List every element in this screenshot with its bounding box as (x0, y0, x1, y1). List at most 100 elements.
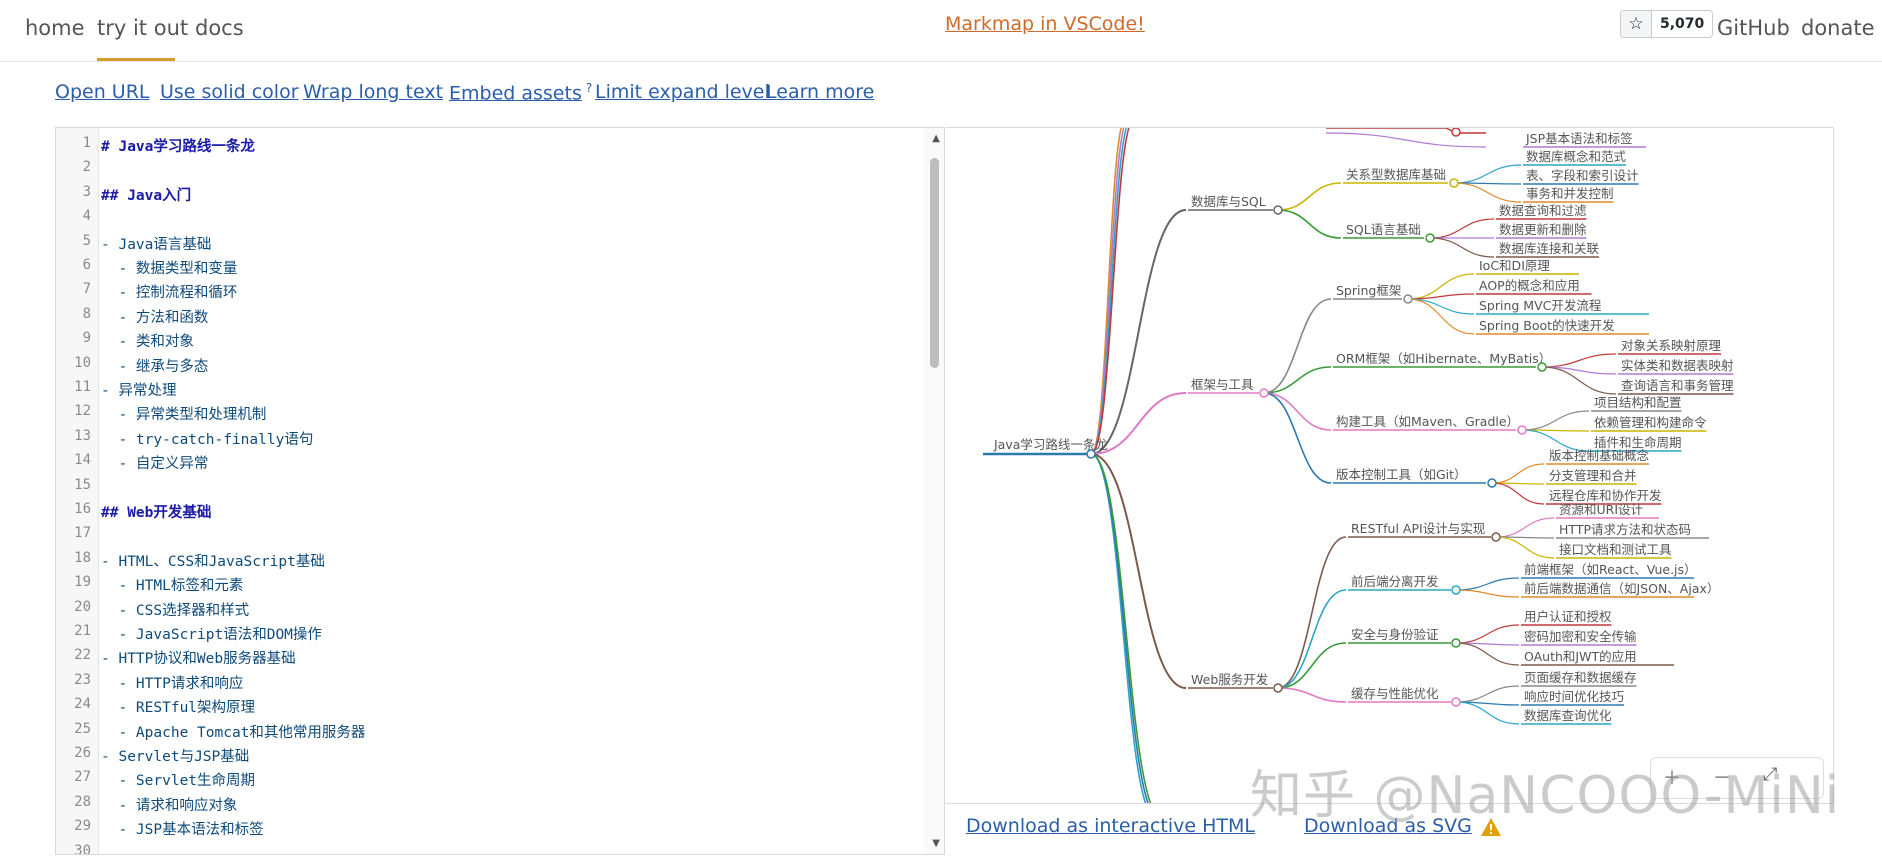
code-line[interactable]: - JSP基本语法和标签 (101, 822, 264, 839)
code-line[interactable]: - 请求和响应对象 (101, 797, 238, 814)
mindmap-link (1455, 642, 1520, 666)
code-line[interactable]: - HTTP请求和响应 (101, 675, 244, 692)
code-line[interactable]: - try-catch-finally语句 (101, 431, 314, 448)
code-line[interactable]: - 控制流程和循环 (101, 285, 238, 302)
wrap-long-text-link[interactable]: Wrap long text (303, 81, 444, 103)
scroll-up-arrow-icon[interactable]: ▲ (932, 133, 940, 144)
use-solid-color-link[interactable]: Use solid color (160, 81, 299, 103)
code-line[interactable]: - 继承与多态 (101, 358, 209, 375)
editor-scrollbar[interactable]: ▲ ▼ (924, 128, 944, 854)
mindmap-node-handle (1259, 388, 1269, 398)
zoom-controls: ＋ － ⤢ (1650, 757, 1824, 799)
mindmap-link (1407, 298, 1475, 315)
code-line[interactable]: # Java学习路线一条龙 (101, 139, 255, 155)
nav-home-link[interactable]: home (25, 16, 85, 40)
mindmap-link (1407, 293, 1475, 300)
mindmap-node-handle (1451, 697, 1461, 707)
mindmap-link (1263, 298, 1332, 394)
line-number: 1 (82, 135, 91, 151)
nav-donate-link[interactable]: donate (1801, 16, 1875, 40)
code-line[interactable]: - 异常处理 (101, 383, 177, 399)
github-star-button[interactable]: ☆ 5,070 (1620, 10, 1714, 38)
mindmap-svg[interactable]: JSP基本语法和标签数据库与SQL关系型数据库基础数据库概念和范式表、字段和索引… (946, 128, 1834, 804)
nav-github-link[interactable]: GitHub (1717, 16, 1790, 40)
mindmap-leaf-label: 查询语言和事务管理 (1621, 378, 1734, 393)
mindmap-node-label: 关系型数据库基础 (1346, 167, 1446, 182)
download-html-link[interactable]: Download as interactive HTML (966, 815, 1255, 837)
mindmap-link (1453, 182, 1522, 203)
mindmap-link (1277, 536, 1347, 689)
mindmap-link (1455, 577, 1520, 591)
open-url-link[interactable]: Open URL (55, 81, 150, 103)
mindmap-leaf-label: IoC和DI原理 (1479, 258, 1550, 273)
mindmap-leaf-label: 前端框架（如React、Vue.js） (1524, 562, 1697, 577)
line-number: 4 (82, 208, 91, 225)
mindmap-node-label: 缓存与性能优化 (1351, 686, 1439, 701)
mindmap-leaf-label: 密码加密和安全传输 (1524, 629, 1637, 644)
mindmap-root-label: Java学习路线一条龙 (993, 437, 1108, 452)
code-line[interactable]: - Apache Tomcat和其他常用服务器 (101, 724, 366, 741)
mindmap-leaf-label: HTTP请求方法和状态码 (1559, 522, 1691, 537)
embed-assets-link[interactable]: Embed assets? (449, 81, 592, 104)
mindmap-leaf-label: 表、字段和索引设计 (1526, 168, 1639, 183)
code-line[interactable]: - HTML、CSS和JavaScript基础 (101, 553, 325, 570)
code-line[interactable]: - HTTP协议和Web服务器基础 (101, 651, 296, 668)
code-line[interactable]: - 方法和函数 (101, 309, 209, 326)
line-number: 30 (74, 842, 91, 855)
mindmap-node-handle (1451, 128, 1461, 137)
line-number: 28 (74, 793, 91, 810)
code-line[interactable]: - CSS选择器和样式 (101, 602, 250, 619)
code-line[interactable]: - Servlet与JSP基础 (101, 749, 250, 765)
mindmap-link (1277, 687, 1347, 703)
mindmap-node-label: ORM框架（如Hibernate、MyBatis） (1336, 351, 1551, 366)
code-line[interactable]: - 类和对象 (101, 334, 194, 351)
code-line[interactable]: - 自定义异常 (101, 456, 209, 473)
mindmap-leaf-label: 数据更新和删除 (1499, 222, 1587, 237)
code-line[interactable]: - 异常类型和处理机制 (101, 407, 267, 424)
mindmap-node-handle (1273, 205, 1283, 215)
line-number: 12 (74, 403, 91, 420)
mindmap-node-label: SQL语言基础 (1346, 222, 1421, 237)
mindmap-link (1090, 453, 1149, 803)
nav-docs-link[interactable]: docs (195, 16, 244, 40)
line-number: 14 (74, 452, 91, 469)
code-line[interactable]: - Java语言基础 (101, 236, 212, 253)
zoom-out-icon[interactable]: － (1713, 768, 1731, 789)
mindmap-node-label: Spring框架 (1336, 283, 1401, 298)
mindmap-leaf-label: 依赖管理和构建命令 (1594, 415, 1707, 430)
mindmap-link (1407, 298, 1475, 335)
learn-more-link[interactable]: Learn more (766, 81, 875, 103)
mindmap-link (1263, 392, 1332, 484)
line-number: 9 (82, 330, 91, 347)
line-number: 19 (74, 574, 91, 591)
code-line[interactable]: - HTML标签和元素 (101, 578, 244, 595)
nav-try-it-out-link[interactable]: try it out (97, 16, 189, 40)
line-number: 22 (74, 647, 91, 664)
mindmap-link (1429, 218, 1495, 239)
code-line[interactable]: ## Web开发基础 (101, 505, 212, 521)
line-number: 16 (74, 501, 91, 517)
vscode-promo-link[interactable]: Markmap in VSCode! (945, 13, 1145, 35)
line-number: 13 (74, 427, 91, 444)
mindmap-link (1455, 701, 1520, 725)
fit-icon[interactable]: ⤢ (1763, 764, 1778, 785)
mindmap-link (1455, 624, 1520, 644)
download-svg-link[interactable]: Download as SVG (1304, 815, 1472, 837)
warning-icon[interactable] (1480, 817, 1502, 837)
watermark: 知乎 @NaNCOOO-MiNi (1250, 766, 1841, 826)
mindmap-leaf-label: 页面缓存和数据缓存 (1524, 670, 1637, 685)
help-icon[interactable]: ? (585, 81, 593, 95)
scrollbar-thumb[interactable] (930, 158, 939, 368)
limit-expand-level-link[interactable]: Limit expand level (595, 81, 770, 103)
code-line[interactable]: - RESTful架构原理 (101, 700, 256, 717)
code-line[interactable]: - 数据类型和变量 (101, 261, 238, 277)
code-line[interactable]: ## Java入门 (101, 187, 192, 204)
zoom-in-icon[interactable]: ＋ (1663, 768, 1681, 789)
code-line[interactable]: - Servlet生命周期 (101, 773, 256, 790)
mindmap-link (1495, 536, 1555, 559)
code-line[interactable]: - JavaScript语法和DOM操作 (101, 627, 322, 643)
line-number: 7 (82, 281, 91, 298)
scroll-down-arrow-icon[interactable]: ▼ (932, 838, 940, 849)
